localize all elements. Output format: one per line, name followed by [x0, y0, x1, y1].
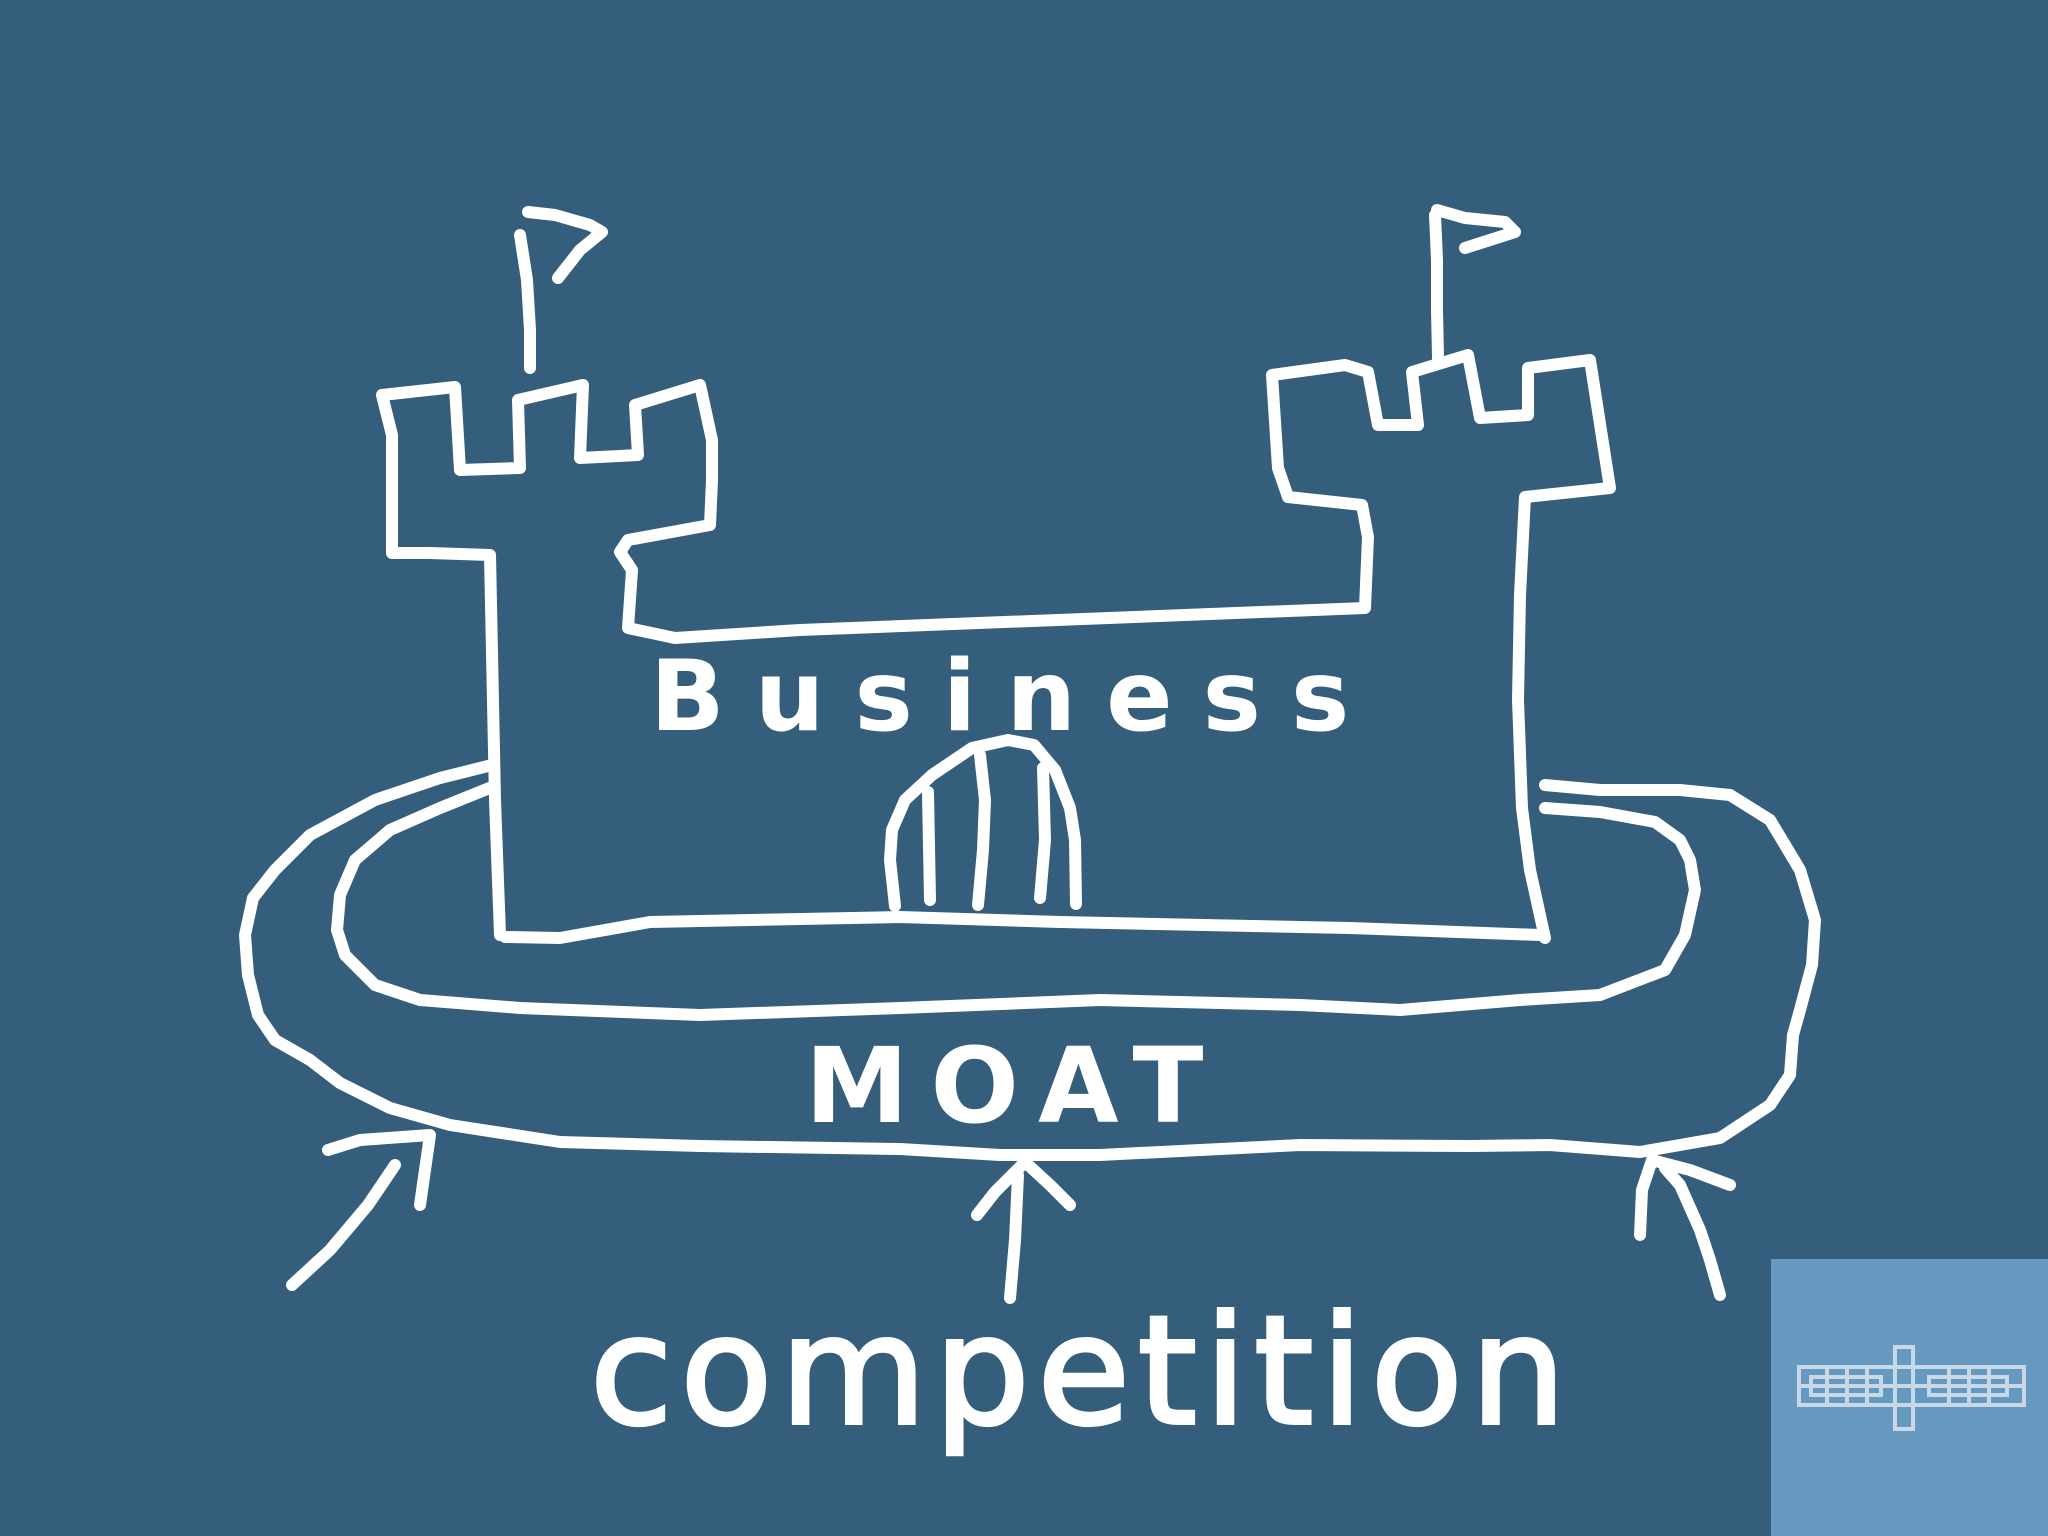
- watermark-panel: [1771, 1259, 2048, 1536]
- door-plank-1: [922, 786, 936, 906]
- arrow-left-head: [322, 1129, 436, 1211]
- arrow-right-shaft: [1659, 1162, 1726, 1301]
- arrow-center-shaft: [1004, 1169, 1024, 1304]
- right-flag-pole: [1429, 209, 1444, 364]
- moat-outer-edge: [239, 759, 1821, 1161]
- competition-label: competition: [588, 1283, 1574, 1461]
- arrow-left-shaft: [286, 1159, 401, 1291]
- right-flag: [1431, 204, 1521, 254]
- castle-base: [499, 911, 1546, 944]
- door-plank-2: [972, 749, 991, 911]
- castle-door: [884, 734, 1082, 912]
- arrow-center-head: [971, 1156, 1076, 1221]
- castle-outline: [376, 349, 1616, 944]
- door-plank-3: [1034, 762, 1051, 904]
- left-flag-pole: [514, 229, 536, 374]
- bridge-logo-icon: [1797, 1345, 2026, 1431]
- business-label: Business: [650, 640, 1380, 754]
- arrow-right-head: [1634, 1154, 1736, 1241]
- moat-inner-edge: [331, 781, 1701, 1021]
- moat-label: MOAT: [805, 1025, 1226, 1147]
- left-flag: [522, 206, 608, 284]
